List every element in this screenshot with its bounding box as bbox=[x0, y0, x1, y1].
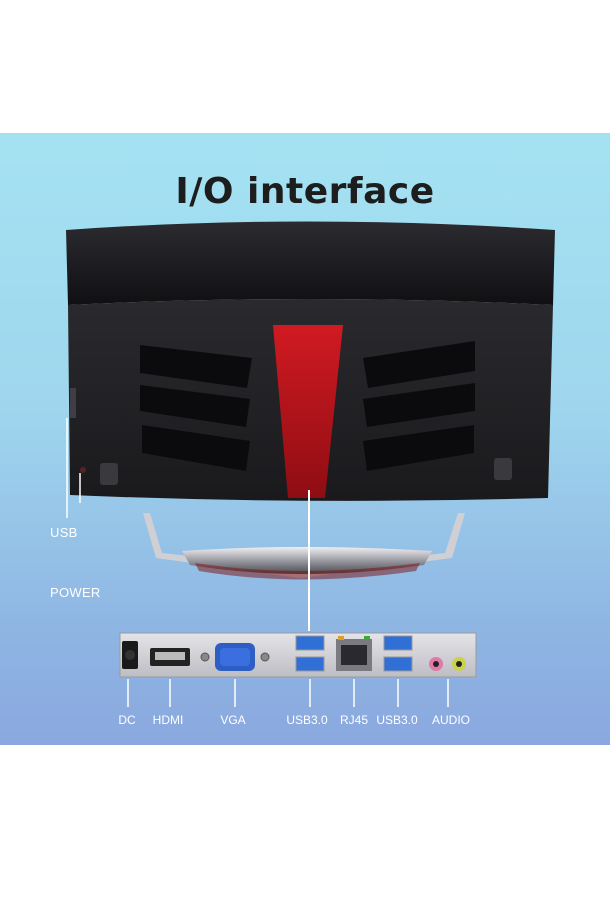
side-label-usb: USB bbox=[50, 525, 78, 540]
rj45-port-icon bbox=[336, 636, 372, 671]
dc-port-icon bbox=[122, 641, 138, 669]
speaker-grille-right bbox=[494, 458, 512, 480]
port-label-rj45: RJ45 bbox=[339, 713, 369, 727]
port-label-dc: DC bbox=[118, 713, 136, 727]
port-label-hdmi: HDMI bbox=[152, 713, 184, 727]
side-label-power: POWER bbox=[50, 585, 101, 600]
port-label-usb3-left: USB3.0 bbox=[286, 713, 328, 727]
usb3-left-port-icon bbox=[295, 635, 325, 672]
audio-port-icon bbox=[429, 657, 466, 671]
hdmi-port-icon bbox=[150, 648, 190, 666]
port-label-vga: VGA bbox=[220, 713, 246, 727]
page-title: I/O interface bbox=[175, 171, 435, 212]
usb3-right-port-icon bbox=[383, 635, 413, 672]
side-usb-port bbox=[70, 388, 76, 418]
red-accent bbox=[273, 325, 343, 498]
speaker-grille-left bbox=[100, 463, 118, 485]
stand-base bbox=[182, 547, 432, 574]
side-power-button bbox=[80, 467, 86, 473]
product-panel: I/O interface bbox=[0, 133, 610, 745]
port-label-usb3-right: USB3.0 bbox=[376, 713, 418, 727]
chassis-top bbox=[66, 221, 555, 305]
vga-port-icon bbox=[200, 643, 270, 671]
right-vents bbox=[363, 341, 475, 471]
left-vents bbox=[140, 345, 252, 471]
port-label-audio: AUDIO bbox=[431, 713, 471, 727]
device-illustration bbox=[66, 221, 555, 707]
